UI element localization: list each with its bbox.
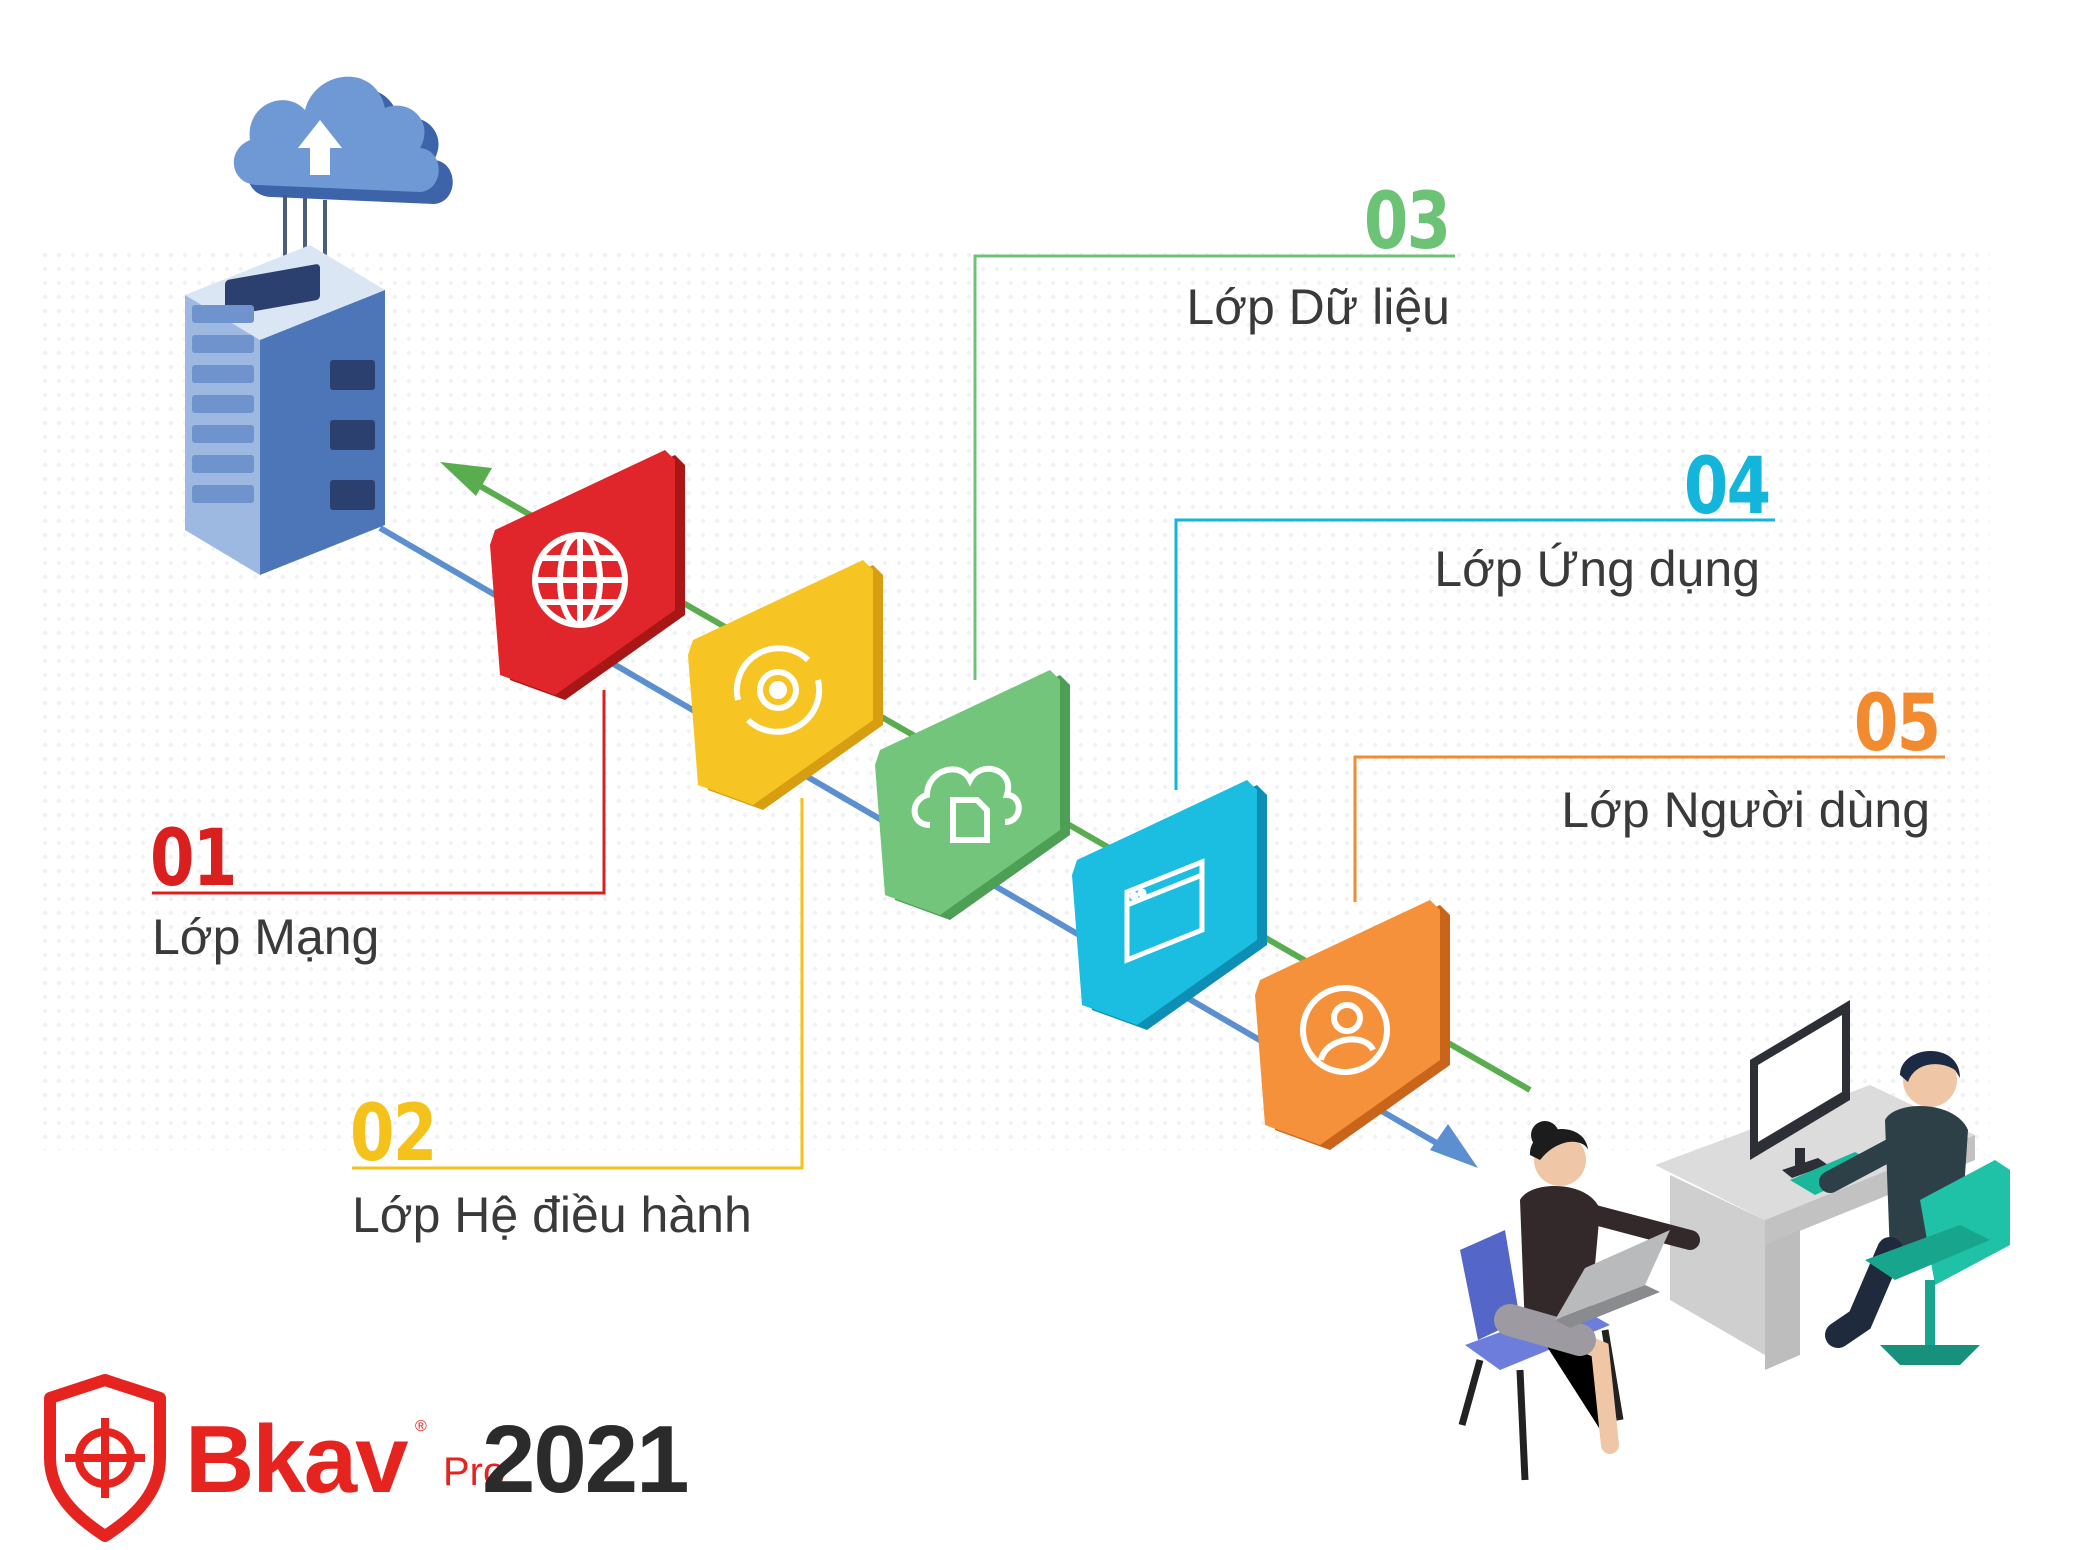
layer-03-label: Lớp Dữ liệu [1186,279,1450,335]
layer-01-label: Lớp Mạng [152,909,380,965]
layer-02-number: 02 [350,1089,437,1179]
globe-icon [532,532,628,628]
shield-05 [1255,900,1450,1150]
office-users-illustration [1458,1000,2010,1481]
layer-02-label: Lớp Hệ điều hành [352,1187,752,1243]
cloud-file-icon [911,765,1022,843]
layer-03-number: 03 [1364,177,1451,267]
connector-01 [152,690,606,895]
shield-03 [875,670,1070,920]
layer-05-number: 05 [1854,679,1941,769]
user-icon [1300,985,1390,1075]
gear-sync-icon [733,645,823,735]
brand-name: Bkav [185,1406,408,1513]
connector-lines [152,254,1945,1170]
server-cloud-illustration [185,76,453,575]
brand-year: 2021 [482,1406,690,1513]
server-slots [192,305,375,510]
brand-registered-mark: ® [415,1418,427,1435]
layer-04-number: 04 [1684,442,1771,532]
shield-04 [1072,780,1267,1030]
shield-01 [490,450,685,700]
connector-03 [973,254,1455,680]
connector-05 [1353,755,1945,902]
bkav-shield-icon [44,1374,166,1542]
outbound-arrow-head [440,462,492,496]
connector-04 [1174,518,1775,790]
layer-04-label: Lớp Ứng dụng [1434,541,1760,597]
layer-01-number: 01 [150,814,237,904]
browser-window-icon [1124,858,1205,964]
connector-02 [352,798,804,1170]
layer-05-label: Lớp Người dùng [1561,782,1930,838]
cloud-upload-icon [233,76,453,204]
shield-02 [688,560,883,810]
brand-edition: Pro [443,1450,506,1494]
inbound-arrow-head [1430,1124,1478,1168]
